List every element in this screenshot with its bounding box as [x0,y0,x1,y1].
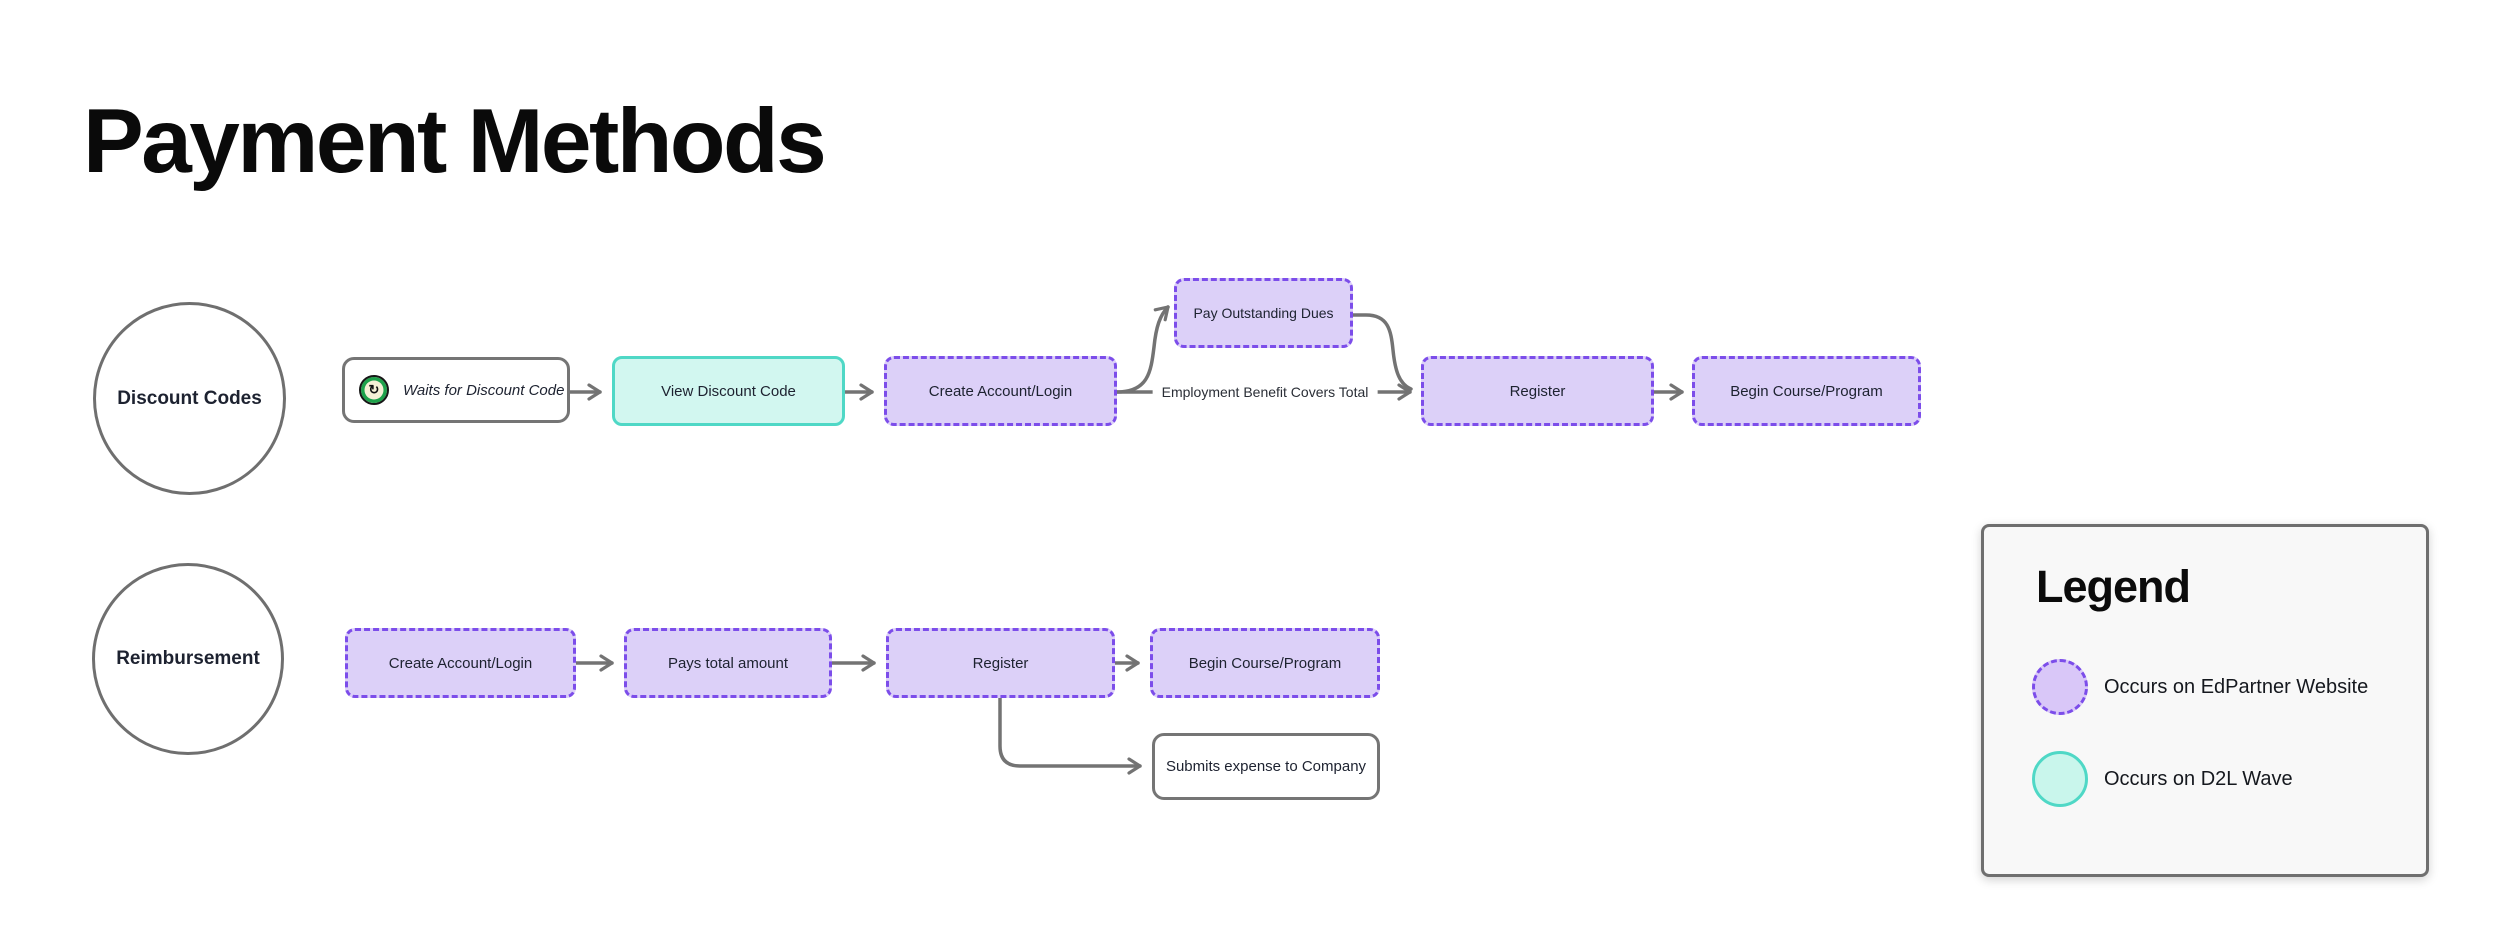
connector-create-to-paydues [1115,305,1170,394]
edpartner-swatch-icon [2032,659,2088,715]
flow-node-waits-for-discount-code: ↻ Waits for Discount Code [342,357,570,423]
legend-panel: Legend Occurs on EdPartner Website Occur… [1981,524,2429,877]
flow-node-register-2: Register [886,628,1115,698]
flow-node-begin-course-program-1: Begin Course/Program [1692,356,1921,426]
flow-node-label: Begin Course/Program [1730,382,1883,400]
flow-node-label: Pays total amount [667,654,789,672]
flow-node-view-discount-code: View Discount Code [612,356,845,426]
page-title: Payment Methods [83,91,827,192]
flow-node-label: Create Account/Login [928,382,1073,400]
flow-node-label: Register [972,654,1029,672]
legend-title: Legend [2036,561,2191,612]
legend-item-label: Occurs on D2L Wave [2104,767,2293,790]
flow-node-register-1: Register [1421,356,1654,426]
edge-label-employment-benefit: Employment Benefit Covers Total [1152,382,1378,402]
reimbursement-circle: Reimbursement [92,563,284,755]
flow-node-begin-course-program-2: Begin Course/Program [1150,628,1380,698]
flow-node-label: Submits expense to Company [1165,758,1367,775]
flow-node-label: Begin Course/Program [1188,654,1342,672]
discount-codes-label: Discount Codes [117,387,262,409]
connector-paydues-to-register [1351,313,1413,391]
discount-codes-circle: Discount Codes [93,302,286,495]
flow-node-create-account-login-1: Create Account/Login [884,356,1117,426]
legend-item-edpartner: Occurs on EdPartner Website [2032,658,2368,716]
flow-node-submits-expense: Submits expense to Company [1152,733,1380,800]
flow-node-label: Waits for Discount Code [403,381,565,399]
flow-node-label: Create Account/Login [388,654,533,672]
flow-node-pay-outstanding-dues: Pay Outstanding Dues [1174,278,1353,348]
legend-item-label: Occurs on EdPartner Website [2104,675,2369,698]
d2l-swatch-icon [2032,751,2088,807]
waiting-cycle-icon: ↻ [359,375,389,405]
flow-node-label: Register [1509,382,1566,400]
flow-node-label: View Discount Code [661,382,796,400]
legend-item-d2l: Occurs on D2L Wave [2032,750,2293,808]
flow-node-label: Pay Outstanding Dues [1193,305,1334,321]
connector-register2-to-submits [998,696,1142,775]
flow-node-pays-total-amount: Pays total amount [624,628,832,698]
flow-node-create-account-login-2: Create Account/Login [345,628,576,698]
reimbursement-label: Reimbursement [116,648,260,669]
